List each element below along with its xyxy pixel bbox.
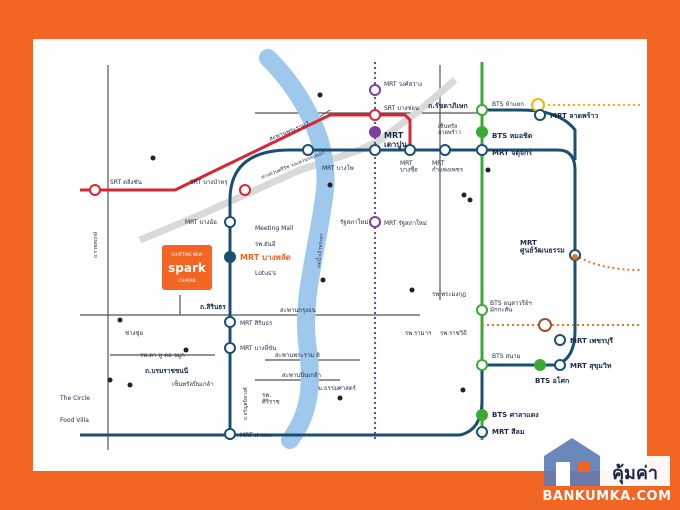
station-bts-mo-chit — [476, 126, 488, 138]
label-mrt-sirindhorn: MRT สิรินธร — [240, 320, 273, 327]
place-siriraj: รพ.ศิริราช — [262, 392, 280, 406]
road-ratchadaphisek: ถ.รัชดาภิเษก — [428, 102, 468, 110]
label-mrt-rathasapha: MRT รัฐสภาใหม่ — [384, 219, 427, 227]
label-mrt-wong-sawang: MRT วงศ์สว่าง — [384, 80, 422, 88]
label-bts-mo-chit: BTS หมอชิต — [492, 132, 533, 140]
station-mrt-tao-poon — [369, 126, 381, 138]
place-central-lat-phrao: เซ็นทรัลลาดพร้าว — [438, 122, 461, 136]
brand-small: CHATTIME NEW — [172, 252, 203, 257]
station-mrt-sirindhorn — [224, 316, 236, 328]
station-mrt-silom — [476, 426, 488, 438]
label-mrt-silom: MRT สีลม — [492, 428, 525, 436]
station-makkasan — [538, 318, 552, 332]
station-mrt-rathasapha — [369, 216, 381, 228]
station-mrt-wong-sawang — [369, 84, 381, 96]
river-label: แม่น้ำเจ้าพระยา — [313, 233, 325, 268]
watermark-site: BANKUMKA.COM — [542, 489, 672, 504]
station-mrt-chatuchak — [476, 144, 488, 156]
station-srt-bang-bamru — [239, 184, 251, 196]
station-mrt-lat-phrao — [534, 109, 546, 121]
label-mrt-chatuchak: MRT จตุจักร — [492, 149, 532, 157]
label-bts-asok: BTS อโศก — [535, 376, 569, 385]
place-thammasat: ม.ธรรมศาสตร์ — [318, 384, 357, 392]
place-rajavithi: รพ.ราชวิถี — [440, 329, 467, 337]
mrt-blue-north — [482, 108, 577, 160]
label-mrt-bang-pho: MRT บางโพ — [322, 164, 354, 172]
station-srt-taling-chan — [89, 184, 101, 196]
place-yanhee: รพ.ยันฮี — [255, 240, 276, 248]
label-srt-bang-son: SRT บางซ่อน — [384, 105, 419, 112]
station-mrt-kamphaeng-phet — [439, 144, 451, 156]
label-srt-taling-chan: SRT ตลิ่งชัน — [110, 178, 142, 186]
brand-sub: CHARAN — [179, 278, 196, 283]
station-mrt-sukhumvit — [554, 359, 566, 371]
station-bts-asok — [534, 359, 546, 371]
brand-name: spark — [168, 261, 207, 275]
place-ramathibodi: รพ.รามาฯ — [405, 330, 431, 337]
landmark-markers — [107, 92, 491, 401]
road-charansanitwong: ถ.จรัญสนิทวงศ์ — [242, 386, 249, 420]
label-bts-ha-yaek: BTS ห้าแยก — [492, 101, 524, 108]
label-mrt-bang-yi-khan: MRT บางยี่ขัน — [240, 344, 276, 352]
station-markers — [89, 84, 581, 440]
place-eye-hospital: รพ.ตา หู คอ จมูก — [140, 352, 185, 359]
label-mrt-tha-phra: MRT ท่าพระ — [240, 432, 272, 439]
place-food-villa: Food Villa — [60, 417, 89, 424]
river-chao-phraya — [259, 49, 335, 449]
spark-logo-block — [162, 245, 212, 290]
label-bts-victory: BTS อนุสาวรีย์ฯมักกะสัน — [490, 299, 532, 314]
orange-line-dotted — [574, 254, 641, 271]
road-krungthon-bridge: สะพานกรุงธน — [280, 307, 316, 314]
watermark-logo: คุ้มค่า BANKUMKA.COM — [542, 434, 672, 504]
place-ph-mongkut: รพ.พระมงกุฎ — [432, 291, 466, 298]
place-central-pinklao: เซ็นทรัลปิ่นเกล้า — [172, 379, 214, 388]
place-meeting-mall: Meeting Mall — [255, 225, 294, 232]
station-bts-ha-yaek — [476, 104, 488, 116]
station-mrt-bang-pho — [302, 144, 314, 156]
label-bts-sanam: BTS สนาม — [492, 353, 521, 360]
road-sirindhorn: ถ.สิรินธร — [200, 303, 226, 311]
station-mrt-phetchaburi — [554, 334, 566, 346]
watermark-name: คุ้มค่า — [612, 463, 658, 485]
place-the-circle: The Circle — [59, 395, 90, 402]
place-chang-khut: ช่างชุ่ย — [125, 330, 143, 337]
label-bts-sala-daeng: BTS ศาลาแดง — [492, 411, 539, 419]
station-srt-bang-son — [369, 109, 381, 121]
station-bts-victory — [476, 304, 488, 316]
srt-red-line — [80, 113, 412, 192]
station-mrt-bang-o — [224, 216, 236, 228]
road-ratchaphruek: ถ.ราชพฤกษ์ — [92, 231, 99, 258]
station-mrt-bang-yi-khan — [224, 342, 236, 354]
station-mrt-tha-phra — [224, 428, 236, 440]
road-pinklao-bridge: สะพานปิ่นเกล้า — [282, 371, 321, 379]
place-lotus: Lotus's — [255, 270, 276, 277]
station-yellow — [531, 98, 545, 112]
label-srt-bang-bamru: SRT บางบำหรุ — [190, 179, 228, 186]
label-mrt-bang-o: MRT บางอ้อ — [185, 219, 217, 226]
road-rama8-bridge: สะพานพระราม 8 — [275, 352, 320, 359]
place-parliament: รัฐสภาใหม่ — [340, 218, 368, 226]
station-mrt-tao-poon-blue — [369, 144, 381, 156]
label-mrt-sukhumvit: MRT สุขุมวิท — [570, 362, 612, 370]
road-bridge-rama7: สะพานพระราม7 — [268, 120, 311, 143]
label-mrt-phetchaburi: MRT เพชรบุรี — [570, 337, 613, 345]
road-lines — [80, 65, 480, 450]
station-mrt-bang-phlat — [224, 251, 236, 263]
station-bts-sala-daeng — [476, 409, 488, 421]
label-mrt-bang-phlat: MRT บางพลัด — [240, 253, 291, 262]
road-borommaratchachonnani: ถ.บรมราชชนนี — [145, 367, 189, 375]
station-mrt-bang-sue — [404, 144, 416, 156]
label-mrt-lat-phrao: MRT ลาดพร้าว — [550, 111, 598, 120]
station-orange — [572, 254, 578, 260]
station-bts-sanam — [476, 359, 488, 371]
house-icon: คุ้มค่า — [544, 438, 670, 486]
